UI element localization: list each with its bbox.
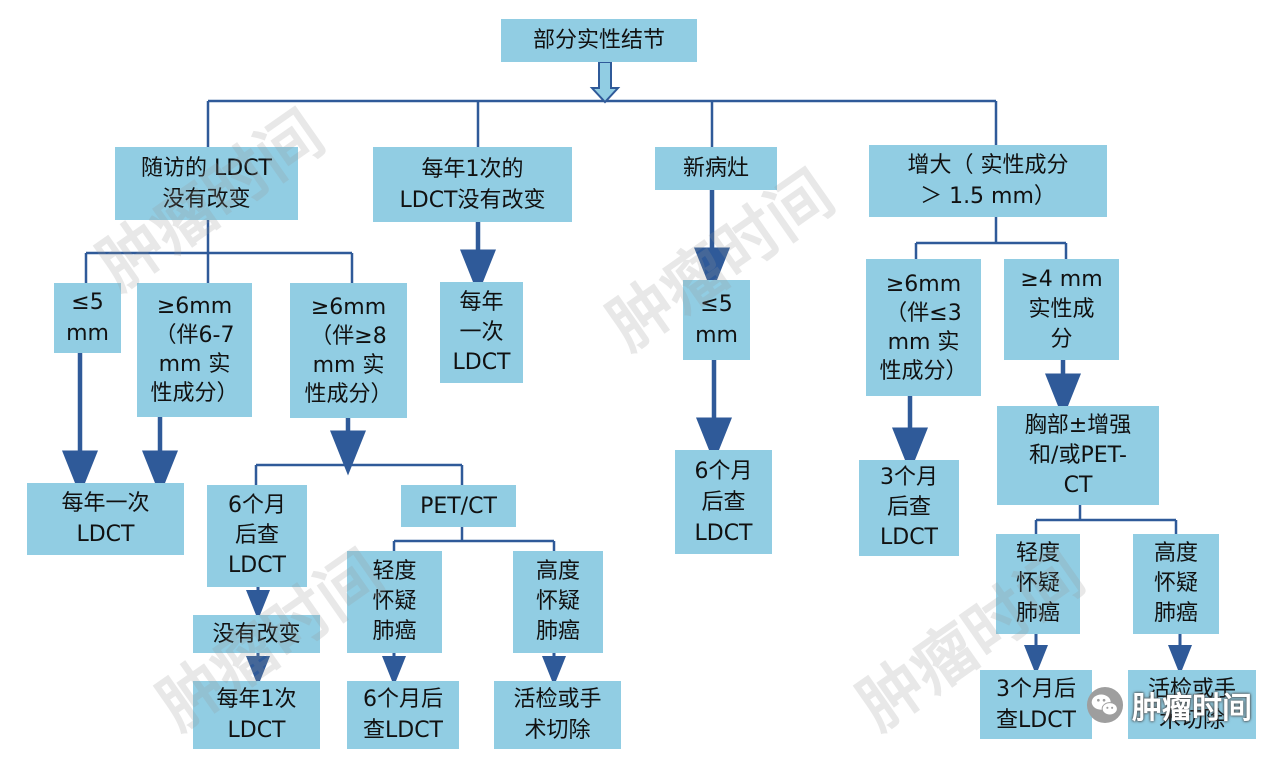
b3-le5mm: ≤5 mm bbox=[683, 280, 750, 360]
branch-followup-unchanged: 随访的 LDCT 没有改变 bbox=[115, 147, 298, 220]
pet-high-suspicion: 高度 怀疑 肺癌 bbox=[513, 551, 603, 653]
root-node: 部分实性结节 bbox=[501, 19, 697, 62]
b1-annual-ldct: 每年一次 LDCT bbox=[27, 483, 184, 555]
account-stamp: 肿瘤时间 bbox=[1086, 683, 1252, 727]
pet-low-6month-ldct: 6个月后 查LDCT bbox=[347, 681, 459, 749]
pet-high-biopsy-surgery: 活检或手 术切除 bbox=[494, 681, 621, 749]
b2-annual-ldct: 每年 一次 LDCT bbox=[440, 282, 523, 383]
b4-high-suspicion: 高度 怀疑 肺癌 bbox=[1133, 534, 1219, 634]
b4-3month-ldct: 3个月 后查 LDCT bbox=[859, 460, 959, 556]
pet-low-suspicion: 轻度 怀疑 肺癌 bbox=[347, 551, 442, 653]
b4-ge6mm-le3: ≥6mm （伴≤3 mm 实 性成分） bbox=[866, 259, 981, 396]
b1-annual-once-ldct: 每年1次 LDCT bbox=[193, 681, 320, 749]
b1-no-change: 没有改变 bbox=[193, 615, 320, 653]
branch-new-lesion: 新病灶 bbox=[655, 147, 777, 190]
b4-high-biopsy-surgery: 活检或手 术切除 bbox=[1128, 670, 1256, 739]
branch-enlarged: 增大（ 实性成分 ＞ 1.5 mm） bbox=[869, 145, 1107, 217]
b4-low-3month-ldct: 3个月后 查LDCT bbox=[980, 670, 1092, 739]
b1-ge6mm-ge8: ≥6mm （伴≥8 mm 实 性成分） bbox=[290, 283, 407, 418]
b1-ge6mm-6-7: ≥6mm （伴6-7 mm 实 性成分） bbox=[137, 283, 252, 417]
wechat-icon bbox=[1086, 686, 1124, 724]
b1-le5mm: ≤5 mm bbox=[54, 283, 121, 353]
root-hollow-arrow bbox=[589, 61, 621, 104]
b3-6month-ldct: 6个月 后查 LDCT bbox=[675, 450, 772, 554]
branch-annual-unchanged: 每年1次的 LDCT没有改变 bbox=[373, 147, 572, 222]
b1-6month-ldct: 6个月 后查 LDCT bbox=[207, 485, 307, 587]
b4-ge4mm-solid: ≥4 mm 实性成 分 bbox=[1004, 259, 1119, 360]
b4-chest-pet-ct: 胸部±增强 和/或PET- CT bbox=[997, 406, 1159, 505]
account-name: 肿瘤时间 bbox=[1132, 691, 1252, 726]
b4-low-suspicion: 轻度 怀疑 肺癌 bbox=[996, 534, 1080, 634]
b1-pet-ct: PET/CT bbox=[401, 485, 516, 527]
